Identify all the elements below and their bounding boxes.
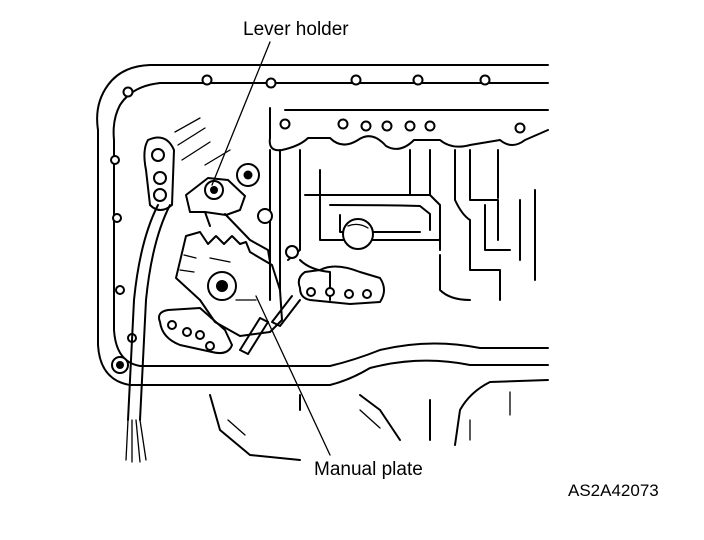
lever-holder-leader xyxy=(211,41,271,186)
valve-body-bolts xyxy=(279,118,526,259)
upper-valve-body xyxy=(268,107,549,152)
left-bracket xyxy=(143,136,175,211)
manual-plate xyxy=(175,231,283,337)
left-bracket-holes xyxy=(151,148,167,202)
lower-bracket xyxy=(158,307,233,355)
spring-block xyxy=(297,265,385,305)
transmission-case-outline xyxy=(96,64,549,386)
valve-body-channels xyxy=(287,149,536,301)
detent-rod xyxy=(239,317,269,355)
manual-plate-label: Manual plate xyxy=(314,459,423,480)
wire-harness xyxy=(127,204,171,421)
spring-block-holes xyxy=(306,287,372,299)
figure-code-label: AS2A42073 xyxy=(568,481,659,500)
lever-holder-label: Lever holder xyxy=(243,19,349,40)
lever-arm xyxy=(204,211,271,263)
guide-pin xyxy=(271,295,301,327)
lower-bracket-holes xyxy=(167,320,215,351)
wire-harness-ends xyxy=(125,419,147,463)
case-inner-flange xyxy=(112,82,549,367)
oil-pan xyxy=(209,379,549,461)
valve-body-plug xyxy=(342,218,374,250)
manual-plate-leader xyxy=(255,295,331,456)
case-bolt-holes xyxy=(110,74,491,374)
valve-body-frame xyxy=(269,109,549,301)
